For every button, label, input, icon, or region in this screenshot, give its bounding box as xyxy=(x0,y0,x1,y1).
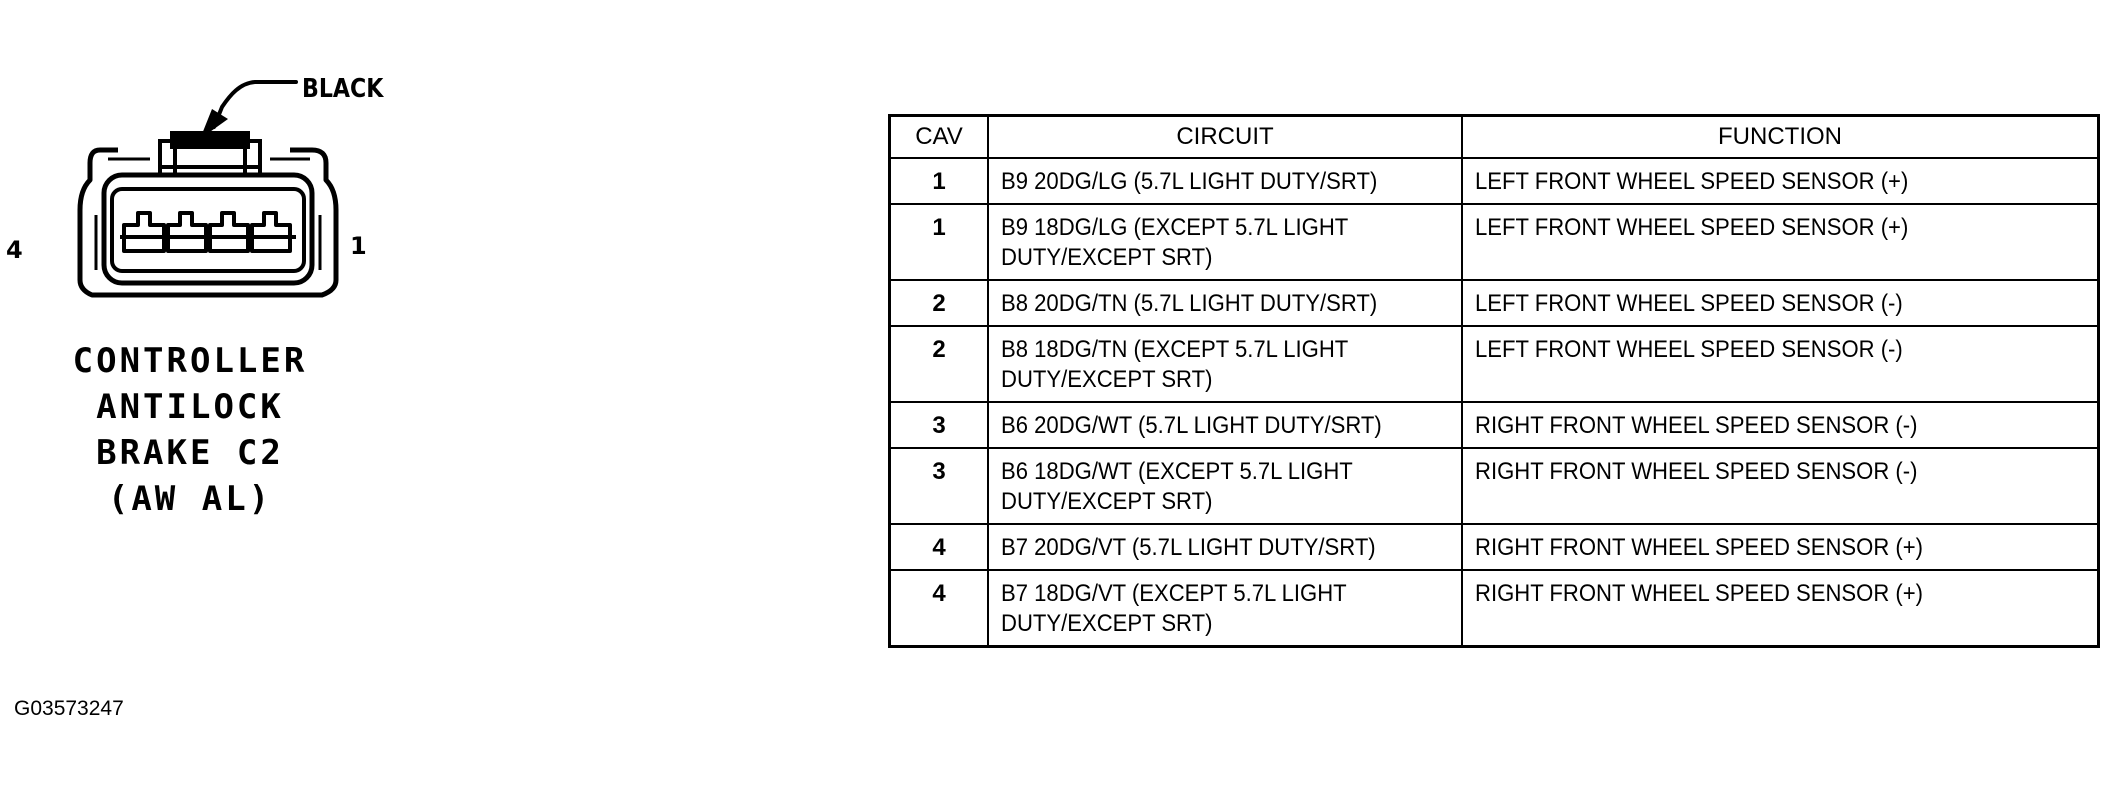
cell-cav: 3 xyxy=(888,447,989,525)
connector-face-drawing xyxy=(77,80,339,298)
cell-circuit: B8 18DG/TN (EXCEPT 5.7L LIGHT DUTY/EXCEP… xyxy=(987,325,1463,403)
cell-circuit: B6 18DG/WT (EXCEPT 5.7L LIGHT DUTY/EXCEP… xyxy=(987,447,1463,525)
table-header-row: CAV CIRCUIT FUNCTION xyxy=(888,114,2100,159)
table-row: 2 B8 20DG/TN (5.7L LIGHT DUTY/SRT) LEFT … xyxy=(888,279,2100,327)
lock-tab xyxy=(158,131,262,177)
cell-circuit: B9 18DG/LG (EXCEPT 5.7L LIGHT DUTY/EXCEP… xyxy=(987,203,1463,281)
cell-circuit: B7 20DG/VT (5.7L LIGHT DUTY/SRT) xyxy=(987,523,1463,571)
terminal-cavities xyxy=(120,211,296,253)
cell-circuit: B9 20DG/LG (5.7L LIGHT DUTY/SRT) xyxy=(987,157,1463,205)
cell-cav: 4 xyxy=(888,523,989,571)
table-row: 1 B9 18DG/LG (EXCEPT 5.7L LIGHT DUTY/EXC… xyxy=(888,203,2100,281)
table-row: 1 B9 20DG/LG (5.7L LIGHT DUTY/SRT) LEFT … xyxy=(888,157,2100,205)
cell-function: LEFT FRONT WHEEL SPEED SENSOR (+) xyxy=(1461,203,2100,281)
cell-circuit: B6 20DG/WT (5.7L LIGHT DUTY/SRT) xyxy=(987,401,1463,449)
cell-function: LEFT FRONT WHEEL SPEED SENSOR (-) xyxy=(1461,325,2100,403)
pin-table: CAV CIRCUIT FUNCTION 1 B9 20DG/LG (5.7L … xyxy=(888,114,2100,648)
header-function: FUNCTION xyxy=(1461,114,2100,159)
header-circuit: CIRCUIT xyxy=(987,114,1463,159)
cell-cav: 4 xyxy=(888,569,989,648)
connector-name-line: ANTILOCK xyxy=(96,387,284,427)
pin-number-right: 1 xyxy=(350,232,367,260)
cell-function: RIGHT FRONT WHEEL SPEED SENSOR (-) xyxy=(1461,401,2100,449)
connector-name-line: (AW AL) xyxy=(107,479,273,519)
cell-cav: 2 xyxy=(888,279,989,327)
table-row: 3 B6 20DG/WT (5.7L LIGHT DUTY/SRT) RIGHT… xyxy=(888,401,2100,449)
cell-circuit: B8 20DG/TN (5.7L LIGHT DUTY/SRT) xyxy=(987,279,1463,327)
cell-function: RIGHT FRONT WHEEL SPEED SENSOR (-) xyxy=(1461,447,2100,525)
housing-ribs xyxy=(94,157,322,270)
table-row: 3 B6 18DG/WT (EXCEPT 5.7L LIGHT DUTY/EXC… xyxy=(888,447,2100,525)
connector-name-line: CONTROLLER xyxy=(72,341,308,381)
pin-number-left: 4 xyxy=(6,236,23,264)
table-row: 4 B7 20DG/VT (5.7L LIGHT DUTY/SRT) RIGHT… xyxy=(888,523,2100,571)
table-row: 2 B8 18DG/TN (EXCEPT 5.7L LIGHT DUTY/EXC… xyxy=(888,325,2100,403)
cell-cav: 1 xyxy=(888,157,989,205)
cell-cav: 2 xyxy=(888,325,989,403)
cell-cav: 1 xyxy=(888,203,989,281)
connector-name-line: BRAKE C2 xyxy=(96,433,284,473)
cell-function: LEFT FRONT WHEEL SPEED SENSOR (+) xyxy=(1461,157,2100,205)
cell-function: RIGHT FRONT WHEEL SPEED SENSOR (+) xyxy=(1461,523,2100,571)
table-row: 4 B7 18DG/VT (EXCEPT 5.7L LIGHT DUTY/EXC… xyxy=(888,569,2100,648)
connector-color-label: BLACK xyxy=(302,74,384,104)
cell-circuit: B7 18DG/VT (EXCEPT 5.7L LIGHT DUTY/EXCEP… xyxy=(987,569,1463,648)
connector-name: CONTROLLER ANTILOCK BRAKE C2 (AW AL) xyxy=(60,338,320,522)
connector-housing xyxy=(77,147,339,298)
cell-function: LEFT FRONT WHEEL SPEED SENSOR (-) xyxy=(1461,279,2100,327)
color-leader-arrow xyxy=(212,80,298,129)
cell-cav: 3 xyxy=(888,401,989,449)
figure-id: G03573247 xyxy=(14,697,124,720)
header-cav: CAV xyxy=(888,114,989,159)
cell-function: RIGHT FRONT WHEEL SPEED SENSOR (+) xyxy=(1461,569,2100,648)
